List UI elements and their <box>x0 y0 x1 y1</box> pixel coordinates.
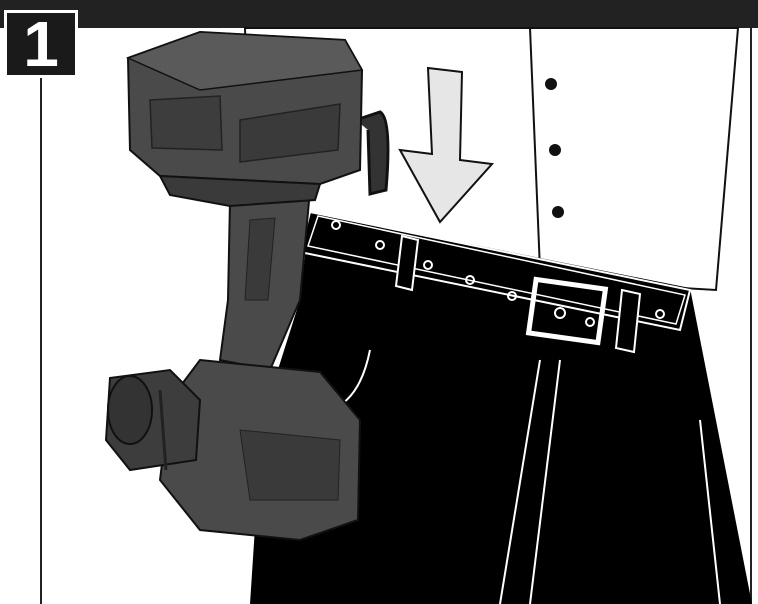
down-arrow-icon <box>398 66 495 224</box>
belt-hole <box>423 260 433 270</box>
belt-hole <box>465 275 475 285</box>
belt <box>298 210 692 354</box>
belt-hole <box>331 220 341 230</box>
step-number-badge: 1 <box>4 10 78 78</box>
frame-right-border <box>750 28 752 604</box>
belt-buckle <box>525 276 609 346</box>
belt-hole <box>655 309 665 319</box>
belt-hole <box>507 291 517 301</box>
belt-loop <box>614 288 642 354</box>
header-bar <box>0 0 758 28</box>
shirt-button <box>549 144 561 156</box>
step-number: 1 <box>23 8 59 80</box>
shirt-button <box>552 206 564 218</box>
shirt-button <box>545 78 557 90</box>
drill-illustration <box>104 30 390 542</box>
belt-hole <box>375 240 385 250</box>
frame-left-border <box>40 28 42 604</box>
belt-loop <box>394 234 420 292</box>
belt-hole <box>585 317 595 327</box>
